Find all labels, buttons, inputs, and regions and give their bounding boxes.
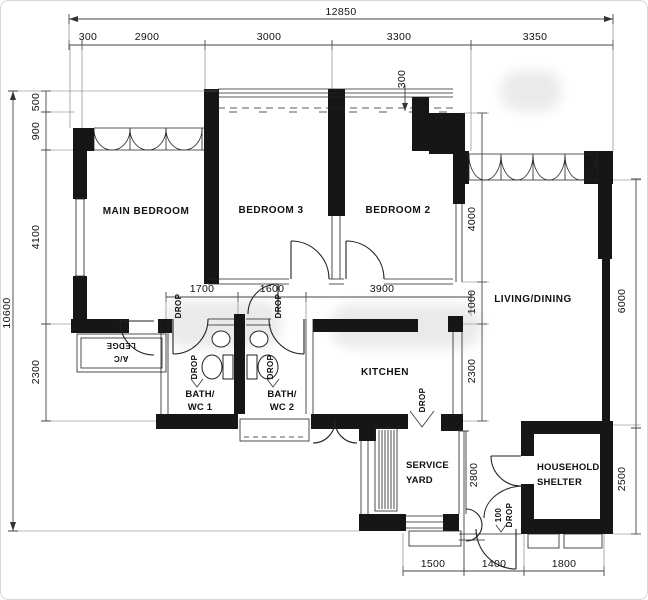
casement-window-arcs-living xyxy=(468,154,598,181)
watermark xyxy=(166,71,561,348)
bath1-door-arc xyxy=(172,318,209,355)
toilet-bowl-bath1 xyxy=(201,354,223,380)
label-living-dining: LIVING/DINING xyxy=(494,294,572,305)
label-bedroom-3: BEDROOM 3 xyxy=(238,205,303,216)
dim-inner-4000: 4000 xyxy=(466,207,478,232)
casement-window-arcs-main-bedroom xyxy=(93,128,203,151)
label-bath1-line1: BATH/ xyxy=(185,389,214,400)
dim-window-recess-300: 300 xyxy=(396,70,408,88)
entrance-door-arc xyxy=(475,528,517,570)
label-ac-ledge-line1: A/C xyxy=(114,354,129,363)
room-labels: MAIN BEDROOM BEDROOM 3 BEDROOM 2 LIVING/… xyxy=(103,205,600,488)
drop-arrow-bath1 xyxy=(190,378,204,388)
dim-left-900: 900 xyxy=(30,122,42,140)
dim-overall-width: 12850 xyxy=(325,6,356,18)
dim-left-4100: 4100 xyxy=(30,225,42,250)
dim-left-500: 500 xyxy=(30,93,42,111)
drop-bath2-entry: DROP xyxy=(274,293,283,318)
corridor-door-arc xyxy=(247,283,279,315)
yard-double-swing-door xyxy=(312,420,358,444)
dim-inner-2300: 2300 xyxy=(466,359,478,384)
drop-lobby: DROP xyxy=(505,502,514,527)
entrance-leaf-arc xyxy=(465,508,483,542)
walls xyxy=(71,89,613,534)
label-shelter-line2: SHELTER xyxy=(537,477,582,488)
bedroom3-door-arc xyxy=(290,240,330,280)
dim-mid-1600: 1600 xyxy=(260,283,285,295)
label-bath2-line1: BATH/ xyxy=(267,389,296,400)
dim-top-2900: 2900 xyxy=(135,31,160,43)
dim-top-300: 300 xyxy=(79,31,97,43)
lobby-door-arc xyxy=(483,485,525,519)
dimension-lines xyxy=(8,14,641,576)
label-main-bedroom: MAIN BEDROOM xyxy=(103,206,190,217)
drop-arrow-lobby xyxy=(495,524,507,533)
dim-top-3000: 3000 xyxy=(257,31,282,43)
basin-bath1 xyxy=(211,330,231,348)
dim-bottom-1800: 1800 xyxy=(552,558,577,570)
drop-arrow-bath2 xyxy=(266,378,280,388)
dimension-labels: 12850 300 2900 3000 3300 3350 300 10600 … xyxy=(1,6,628,570)
label-bath2-line2: WC 2 xyxy=(270,402,295,413)
bedroom2-door-arc xyxy=(345,240,385,280)
dim-bottom-1500: 1500 xyxy=(421,558,446,570)
windows-and-partitions xyxy=(75,88,603,549)
drop-bath2-inner: DROP xyxy=(266,354,275,379)
drop-arrow-kitchen xyxy=(409,410,435,428)
dim-top-3350: 3350 xyxy=(523,31,548,43)
toilet-cistern-bath2 xyxy=(246,354,258,380)
dim-top-3300: 3300 xyxy=(387,31,412,43)
label-ac-ledge-line2: LEDGE xyxy=(106,341,136,350)
drop-bath1-entry: DROP xyxy=(174,293,183,318)
dim-left-2300: 2300 xyxy=(30,360,42,385)
label-shelter-line1: HOUSEHOLD xyxy=(537,462,600,473)
shelter-door-arc xyxy=(490,455,522,487)
label-kitchen: KITCHEN xyxy=(361,367,409,378)
dim-overall-height: 10600 xyxy=(1,297,13,328)
label-bedroom-2: BEDROOM 2 xyxy=(365,205,430,216)
dim-yard-2800: 2800 xyxy=(468,463,480,488)
label-service-yard-line2: YARD xyxy=(406,475,433,486)
drop-bath1-inner: DROP xyxy=(190,354,199,379)
bath-fixtures xyxy=(201,330,279,380)
dim-shelter-step-100: 100 xyxy=(494,508,503,523)
bath2-door-arc xyxy=(268,318,305,355)
toilet-bowl-bath2 xyxy=(257,354,279,380)
dim-right-6000: 6000 xyxy=(616,289,628,314)
main-bedroom-door-arc xyxy=(119,320,155,356)
drop-labels: DROP DROP DROP DROP DROP DROP xyxy=(174,293,514,527)
door-swings xyxy=(119,240,525,570)
dim-inner-1000: 1000 xyxy=(466,290,478,315)
dim-mid-1700: 1700 xyxy=(190,283,215,295)
label-service-yard-line1: SERVICE xyxy=(406,460,449,471)
dim-bottom-1400: 1400 xyxy=(482,558,507,570)
label-ac-ledge: A/C LEDGE xyxy=(106,341,136,363)
label-bath1-line2: WC 1 xyxy=(188,402,213,413)
drop-kitchen: DROP xyxy=(418,387,427,412)
basin-bath2 xyxy=(249,330,269,348)
dim-mid-3900: 3900 xyxy=(370,283,395,295)
toilet-cistern-bath1 xyxy=(222,354,234,380)
dim-right-2500: 2500 xyxy=(616,467,628,492)
